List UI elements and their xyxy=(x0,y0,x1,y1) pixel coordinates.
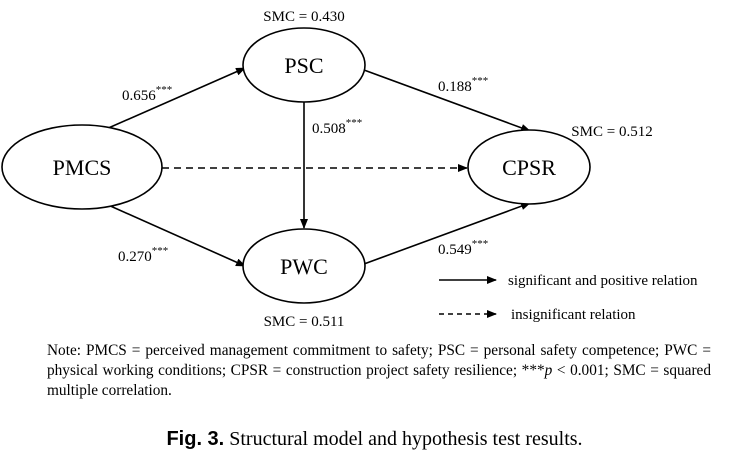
node-cpsr: CPSR xyxy=(467,129,591,205)
node-psc-label: PSC xyxy=(284,53,323,78)
coef-psc-pwc: 0.508*** xyxy=(312,117,362,137)
smc-psc-label: SMC = 0.430 xyxy=(263,9,344,25)
coef-pmcs-pwc-stars: *** xyxy=(152,245,169,257)
node-pwc: PWC xyxy=(242,228,366,304)
legend-solid-label: significant and positive relation xyxy=(508,273,698,289)
node-pmcs-label: PMCS xyxy=(53,155,112,180)
legend: significant and positive relation insign… xyxy=(439,273,698,323)
coef-pwc-cpsr: 0.549*** xyxy=(438,238,488,258)
node-pwc-label: PWC xyxy=(280,254,328,279)
structural-model-diagram: PMCS PSC PWC CPSR SMC = 0.430 SMC = 0.51… xyxy=(1,9,698,330)
coef-pmcs-psc: 0.656*** xyxy=(122,84,172,104)
node-cpsr-label: CPSR xyxy=(502,155,556,180)
coef-psc-pwc-value: 0.508 xyxy=(312,121,346,137)
note-p-italic: p xyxy=(544,362,553,379)
node-pmcs: PMCS xyxy=(1,124,163,210)
caption-label: Fig. 3. xyxy=(166,428,225,450)
note-text-part1: Note: PMCS = perceived management commit… xyxy=(47,342,711,379)
figure-note: Note: PMCS = perceived management commit… xyxy=(47,341,711,401)
note-text-part2: < 0.001; SMC = squared multiple correlat… xyxy=(47,362,711,399)
path-pwc-cpsr-arrow xyxy=(363,202,531,265)
path-pmcs-psc-arrow xyxy=(96,67,246,134)
coef-pmcs-pwc-value: 0.270 xyxy=(118,249,152,265)
coef-psc-cpsr-stars: *** xyxy=(472,75,489,87)
coef-psc-cpsr-value: 0.188 xyxy=(438,79,472,95)
path-psc-cpsr-arrow xyxy=(363,69,531,132)
coef-pmcs-pwc: 0.270*** xyxy=(118,245,168,265)
legend-dashed-label: insignificant relation xyxy=(511,307,636,323)
coef-pmcs-psc-stars: *** xyxy=(156,84,173,96)
smc-cpsr-label: SMC = 0.512 xyxy=(571,124,652,140)
node-psc: PSC xyxy=(242,27,366,103)
coef-psc-cpsr: 0.188*** xyxy=(438,75,488,95)
coef-psc-pwc-stars: *** xyxy=(346,117,363,129)
smc-pwc-label: SMC = 0.511 xyxy=(264,314,345,330)
figure-caption: Fig. 3. Structural model and hypothesis … xyxy=(0,428,749,451)
coef-pwc-cpsr-stars: *** xyxy=(472,238,489,250)
path-pmcs-pwc-arrow xyxy=(96,199,246,267)
coef-pmcs-psc-value: 0.656 xyxy=(122,88,156,104)
caption-text: Structural model and hypothesis test res… xyxy=(224,428,583,450)
coef-pwc-cpsr-value: 0.549 xyxy=(438,242,472,258)
